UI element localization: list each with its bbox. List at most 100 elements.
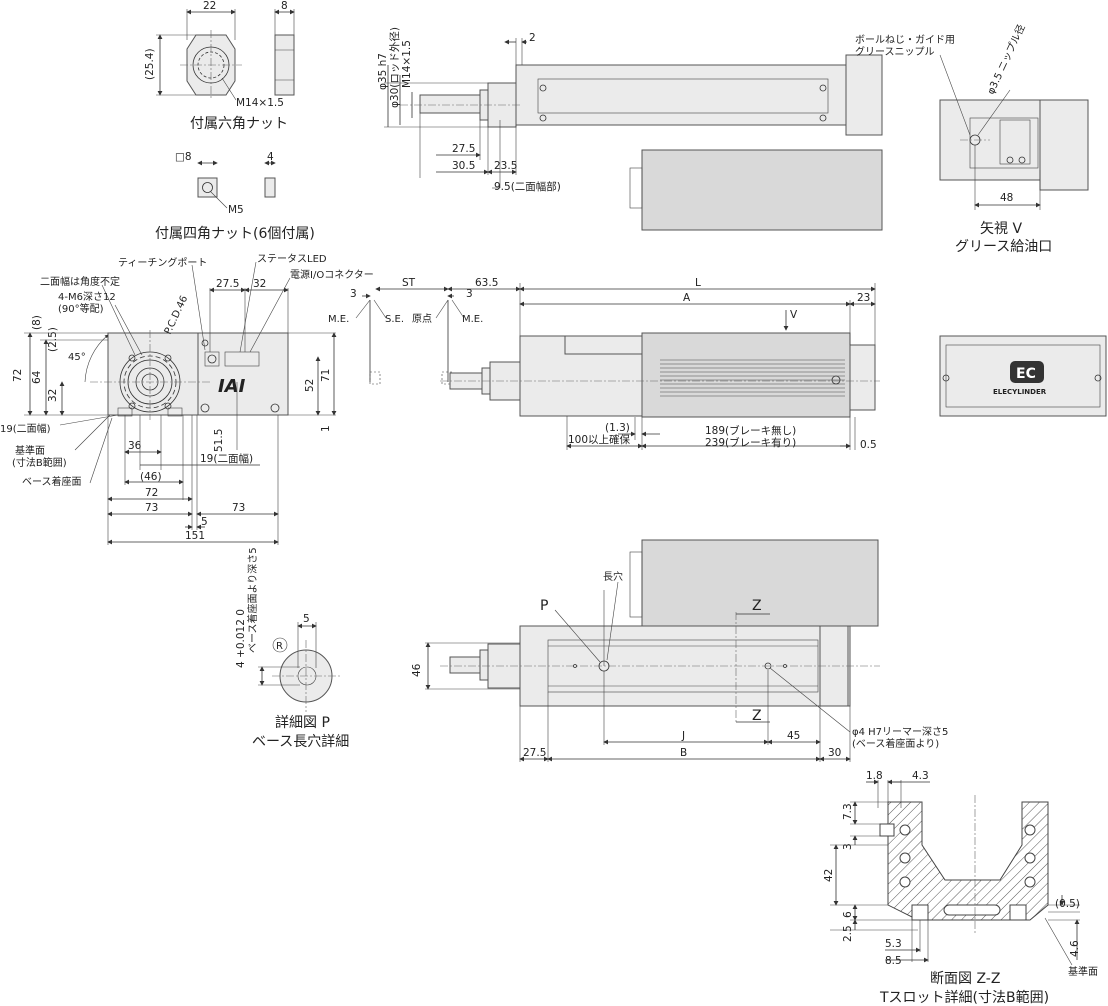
- side-min100: 100以上確保: [568, 433, 631, 446]
- section-d7-3: 7.3: [842, 803, 854, 820]
- side-view: 3 ST 3 63.5 M.E. S.E. 原点 M.E.: [328, 277, 880, 451]
- se-label: S.E.: [385, 314, 404, 325]
- section-caption: 断面図 Z-Z: [930, 971, 1000, 987]
- side-d0-5: 0.5: [860, 439, 877, 451]
- slot-label: 長穴: [603, 570, 623, 583]
- front-d2-5: (2.5): [47, 327, 59, 352]
- reamer-label: φ4 H7リーマー深さ5(ベース着座面より): [852, 726, 948, 750]
- rod-phi30: φ30(ロッド外径): [388, 27, 401, 108]
- side-d63-5: 63.5: [475, 277, 498, 289]
- rod-tip-dim: 2: [529, 32, 536, 44]
- origin-label: 原点: [412, 313, 432, 325]
- front-d72v: 72: [12, 369, 24, 382]
- detail-p: 5 4 +0.012 0 ベース着座面より深さ5 R 詳細図 P ベース長穴詳細: [235, 547, 349, 750]
- ref-surface-label: 基準面(寸法B範囲): [12, 444, 67, 469]
- bottom-d45: 45: [787, 730, 800, 742]
- section-ref-label: 基準面: [1068, 965, 1098, 978]
- section-d2-5: 2.5: [842, 925, 854, 942]
- side-len189: 189(ブレーキ無し): [705, 424, 796, 437]
- flat19a-label: 19(二面幅): [0, 422, 51, 435]
- front-flange: [107, 332, 199, 416]
- square-nut-width: □8: [175, 151, 192, 163]
- side-d23: 23: [857, 292, 870, 304]
- detail-p-depth: ベース着座面より深さ5: [246, 547, 259, 653]
- section-d4-3: 4.3: [912, 770, 929, 782]
- front-d8: (8): [31, 315, 43, 330]
- flat-width-note: 二面幅は角度不定: [40, 275, 120, 288]
- front-d32v: 32: [47, 389, 59, 402]
- status-led-label: ステータスLED: [257, 253, 327, 265]
- front-d27-5: 27.5: [216, 278, 239, 290]
- rod-d30-5: 30.5: [452, 160, 475, 172]
- section-d8-5: 8.5: [885, 955, 902, 967]
- square-nut-caption: 付属四角ナット(6個付属): [155, 226, 315, 242]
- front-d32: 32: [253, 278, 266, 290]
- view-v: 48 ボールねじ・ガイド用 グリースニップル φ3.5 ニップル径 矢視 V グ…: [855, 22, 1089, 255]
- section-zz-profile: [887, 801, 1049, 921]
- front-flat19b: 19(二面幅): [200, 452, 253, 465]
- end-logo-mark: [1010, 361, 1044, 383]
- p-label: P: [540, 598, 548, 614]
- side-len239: 239(ブレーキ有り): [705, 436, 796, 449]
- front-motor-plate: [194, 332, 289, 416]
- side-A: A: [683, 292, 691, 304]
- tap-pitch-label: (90°等配): [58, 302, 104, 315]
- hex-nut-thickness: 8: [281, 0, 288, 12]
- section-zz: 1.8 4.3 7.3 3 42 6 2.5 5.3 8.5 (0.5) 4.6: [823, 770, 1098, 1006]
- front-logo: IAI: [218, 376, 246, 397]
- detail-p-caption2: ベース長穴詳細: [252, 734, 349, 750]
- front-d51-5: 51.5: [213, 429, 225, 452]
- tap-label: 4-M6深さ12: [58, 291, 116, 303]
- front-d71: 71: [320, 369, 332, 382]
- hex-nut-thread: M14×1.5: [236, 97, 284, 109]
- base-surface-label: ベース着座面: [22, 475, 82, 488]
- front-d73b: 73: [232, 502, 245, 514]
- z1-label: Z: [752, 598, 762, 614]
- section-d5-3: 5.3: [885, 938, 902, 950]
- square-nut-thickness: 4: [267, 151, 274, 163]
- square-nut-view: □8 4 M5 付属四角ナット(6個付属): [155, 151, 315, 242]
- side-motor-fins: [660, 359, 845, 397]
- bottom-view: 長穴 P Z Z φ4 H7リーマー深さ5(ベース着座面より) 46 J 45 …: [411, 539, 948, 762]
- teaching-port-label: ティーチングポート: [118, 256, 207, 269]
- bottom-B: B: [680, 747, 687, 759]
- rod-phi35: φ35 h7: [377, 53, 389, 90]
- front-d52: 52: [304, 379, 316, 392]
- view-v-caption: 矢視 V: [980, 221, 1022, 237]
- section-caption2: Tスロット詳細(寸法B範囲): [879, 989, 1049, 1006]
- bottom-J: J: [681, 730, 685, 742]
- front-d73a: 73: [145, 502, 158, 514]
- v-arrow-label: V: [790, 309, 798, 321]
- rod-thread: M14×1.5: [401, 40, 413, 88]
- front-d5: 5: [201, 516, 208, 528]
- view-v-d48: 48: [1000, 192, 1013, 204]
- side-d3b: 3: [466, 288, 473, 300]
- rod-detail-view: 2 φ35 h7 φ30(ロッド外径) M14×1.5 27.5 30.5 23…: [377, 27, 883, 231]
- section-d4-6: 4.6: [1069, 940, 1081, 957]
- square-nut-side: [264, 177, 276, 198]
- rod-flats: 9.5(二面幅部): [494, 180, 561, 193]
- hex-nut-side: [274, 34, 295, 96]
- angle-label: 45°: [68, 352, 86, 363]
- hex-nut-height: (25.4): [144, 48, 156, 80]
- detail-p-caption: 詳細図 P: [275, 715, 330, 731]
- z2-label: Z: [752, 708, 762, 724]
- front-d1: 1: [320, 425, 332, 432]
- view-v-caption2: グリース給油口: [955, 239, 1052, 255]
- rod-motor-housing: [641, 149, 883, 231]
- section-d0-5: (0.5): [1055, 898, 1080, 910]
- power-io-label: 電源I/Oコネクター: [290, 268, 374, 281]
- me2-label: M.E.: [462, 314, 483, 325]
- front-view: IAI 27.5 32 ティーチングポート ステータスLED 電源I/Oコネクタ…: [0, 253, 374, 545]
- pcd-label: P.C.D.46: [163, 294, 190, 336]
- end-logo-mark-text: EC: [1016, 366, 1036, 382]
- section-d42: 42: [823, 869, 835, 882]
- section-d6: 6: [842, 911, 854, 918]
- grease-nipple-label: ボールねじ・ガイド用 グリースニップル: [855, 34, 958, 58]
- side-d3a: 3: [350, 288, 357, 300]
- nipple-dia-label: φ3.5 ニップル径: [984, 22, 1028, 96]
- hex-nut-width: 22: [203, 0, 216, 12]
- detail-p-d5: 5: [303, 613, 310, 625]
- front-d151: 151: [185, 530, 205, 542]
